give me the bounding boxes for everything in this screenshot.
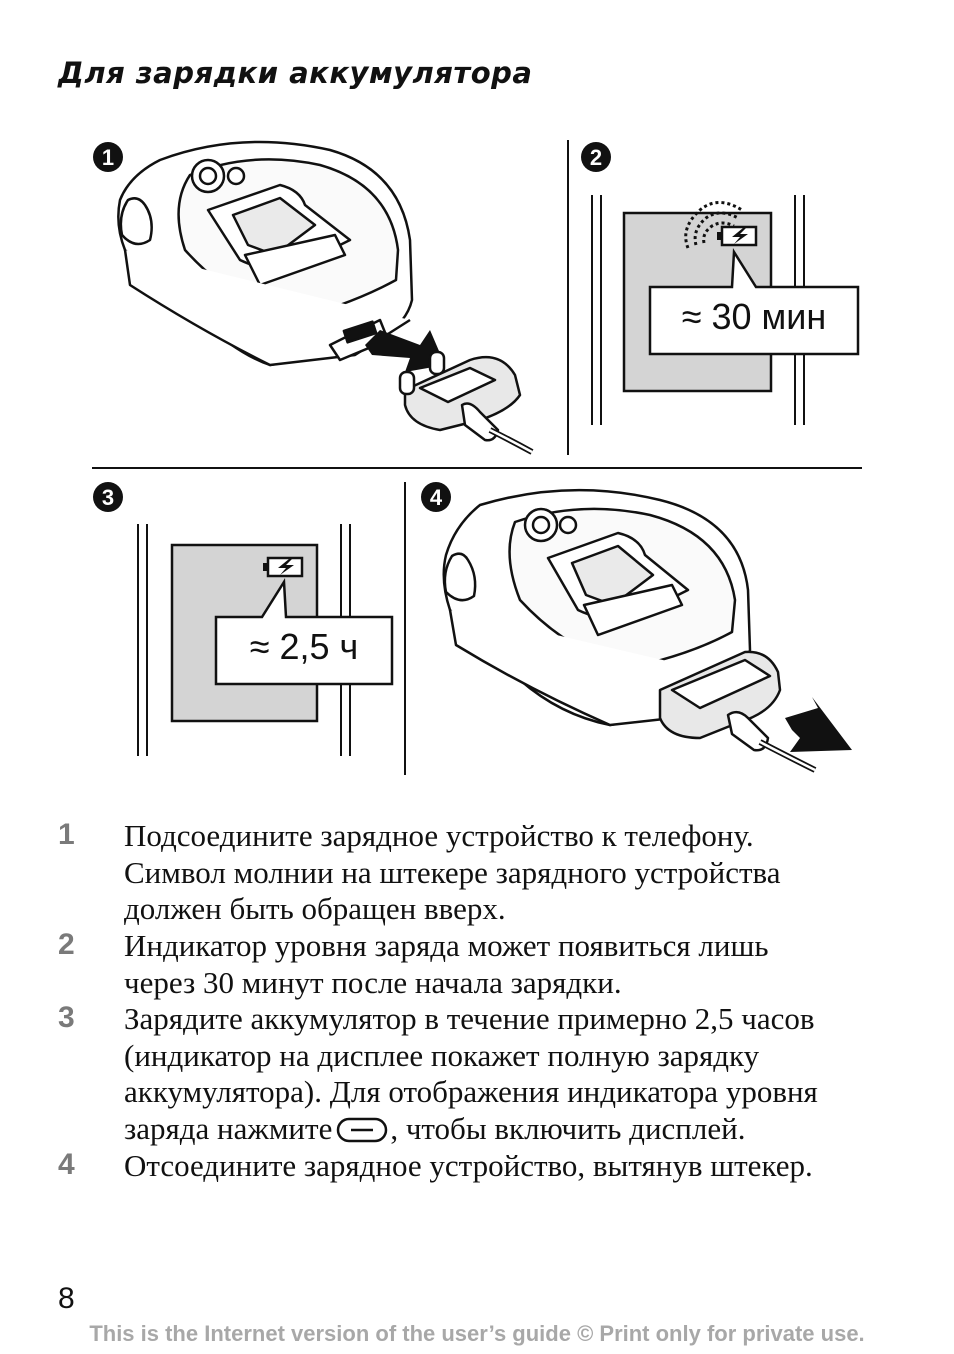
svg-text:≈ 2,5 ч: ≈ 2,5 ч bbox=[250, 626, 359, 667]
panel-4-number: 4 bbox=[421, 482, 451, 512]
step-text: Отсоедините зарядное устройство, вытянув… bbox=[124, 1148, 904, 1185]
step-line: Зарядите аккумулятор в течение примерно … bbox=[124, 1001, 815, 1036]
step-text: Индикатор уровня заряда может появиться … bbox=[124, 928, 904, 1001]
step-number: 3 bbox=[58, 1001, 75, 1034]
page-heading: Для зарядки аккумулятора bbox=[58, 56, 533, 90]
selection-key-icon bbox=[337, 1117, 388, 1142]
step-line: Отсоедините зарядное устройство, вытянув… bbox=[124, 1148, 813, 1183]
svg-text:3: 3 bbox=[102, 485, 114, 510]
panel-2-number: 2 bbox=[581, 142, 611, 172]
charger-plug bbox=[398, 350, 534, 455]
svg-text:4: 4 bbox=[430, 485, 443, 510]
insert-arrow bbox=[365, 330, 445, 372]
svg-text:≈ 30 мин: ≈ 30 мин bbox=[682, 296, 827, 337]
step-number: 2 bbox=[58, 928, 75, 961]
callout-2-5-h: ≈ 2,5 ч bbox=[214, 578, 394, 686]
footer-notice: This is the Internet version of the user… bbox=[89, 1321, 865, 1346]
charging-illustration: 1 2 3 4 bbox=[92, 140, 862, 775]
panel-3-number: 3 bbox=[93, 482, 123, 512]
step-line-start: заряда нажмите bbox=[124, 1110, 333, 1146]
step-line: аккумулятора). Для отображения индикатор… bbox=[124, 1074, 818, 1109]
step-number: 1 bbox=[58, 818, 75, 851]
panel-1-number: 1 bbox=[93, 142, 123, 172]
callout-30-min: ≈ 30 мин bbox=[648, 248, 860, 356]
step-line-end: , чтобы включить дисплей. bbox=[390, 1110, 746, 1146]
step-line: заряда нажмите , чтобы включить дисплей. bbox=[124, 1111, 904, 1148]
step-text: Зарядите аккумулятор в течение примерно … bbox=[124, 1001, 904, 1147]
step-line: Индикатор уровня заряда может появиться … bbox=[124, 928, 769, 963]
phone-illustration bbox=[117, 140, 414, 367]
step-line: через 30 минут после начала зарядки. bbox=[124, 964, 622, 1000]
step-line: должен быть обращен вверх. bbox=[124, 891, 506, 926]
charger-plug-unplug bbox=[658, 650, 817, 773]
svg-text:1: 1 bbox=[102, 145, 114, 170]
remove-arrow bbox=[785, 697, 852, 752]
svg-text:2: 2 bbox=[590, 145, 602, 170]
step-text: Подсоедините зарядное устройство к телеф… bbox=[124, 818, 904, 928]
step-line: Символ молнии на штекере зарядного устро… bbox=[124, 854, 781, 890]
page-number: 8 bbox=[58, 1282, 75, 1315]
step-line: (индикатор на дисплее покажет полную зар… bbox=[124, 1037, 760, 1073]
step-number: 4 bbox=[58, 1148, 75, 1181]
step-line: Подсоедините зарядное устройство к телеф… bbox=[124, 818, 754, 853]
